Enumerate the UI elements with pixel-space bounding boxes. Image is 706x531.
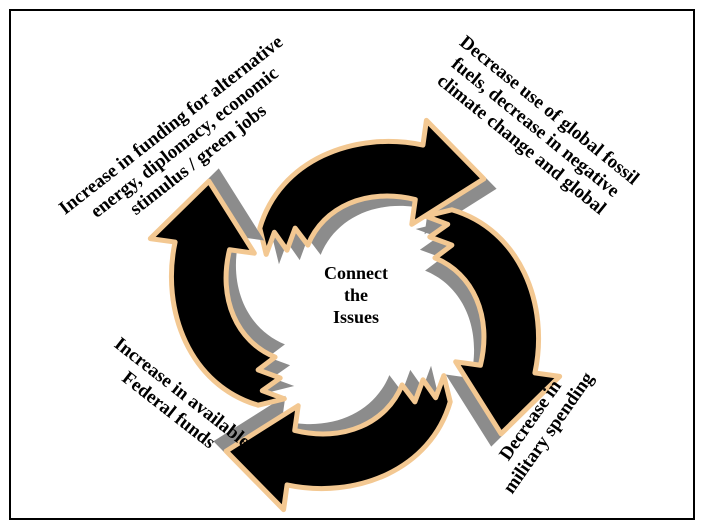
center-line: Issues [332, 307, 380, 327]
center-line: Connect [324, 263, 388, 283]
center-line: the [344, 285, 368, 305]
center-label: Connect the Issues [296, 262, 416, 328]
